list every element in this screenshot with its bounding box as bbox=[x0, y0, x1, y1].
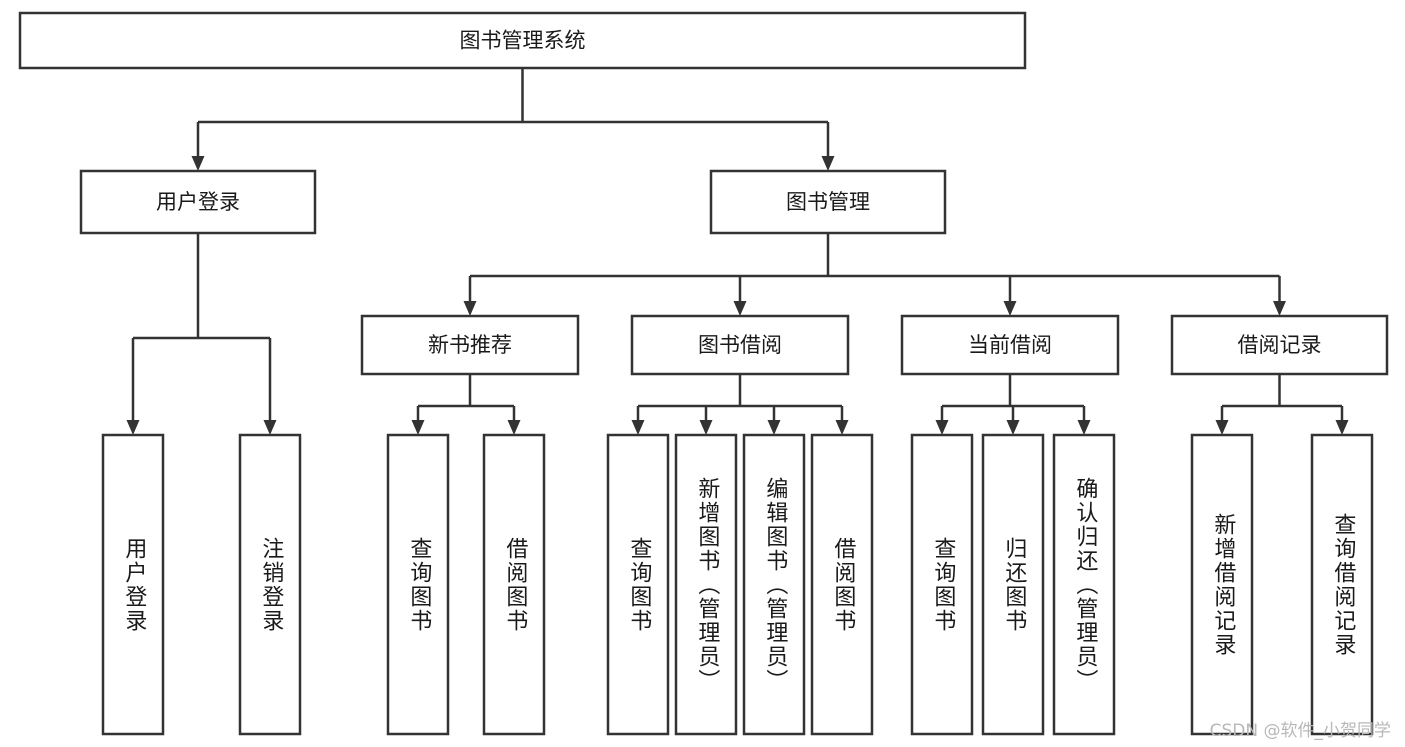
node-box-borrow-record[interactable] bbox=[1170, 314, 1389, 376]
node-label-leaf-query-record: 查询借阅记录 bbox=[1330, 512, 1356, 657]
node-label-book-borrow: 图书借阅 bbox=[698, 333, 782, 357]
node-label-leaf-query-book-borrow: 查询图书 bbox=[626, 536, 652, 633]
node-box-leaf-borrow-book-rec[interactable] bbox=[482, 433, 546, 736]
csdn-watermark: CSDN @软件_小贺同学 bbox=[1209, 721, 1391, 741]
node-box-user-login[interactable] bbox=[79, 169, 317, 235]
node-label-leaf-borrow-book: 借阅图书 bbox=[830, 536, 856, 633]
edge-group-new-book-rec bbox=[411, 374, 521, 435]
node-label-borrow-record: 借阅记录 bbox=[1238, 333, 1322, 357]
node-box-book-borrow[interactable] bbox=[630, 314, 850, 376]
node-box-root[interactable] bbox=[18, 11, 1027, 70]
node-box-leaf-borrow-book[interactable] bbox=[810, 433, 874, 736]
edge-group-book-manage bbox=[463, 233, 1286, 316]
node-box-leaf-add-record[interactable] bbox=[1190, 433, 1254, 736]
node-box-book-manage[interactable] bbox=[709, 169, 947, 235]
node-label-current-borrow: 当前借阅 bbox=[968, 333, 1052, 357]
node-label-leaf-borrow-book-rec: 借阅图书 bbox=[502, 536, 528, 633]
edge-group-borrow-record bbox=[1215, 374, 1349, 435]
node-box-leaf-user-login[interactable] bbox=[101, 433, 165, 736]
node-label-user-login: 用户登录 bbox=[156, 190, 240, 214]
node-box-leaf-logout[interactable] bbox=[238, 433, 302, 736]
node-label-leaf-edit-book: 编辑图书（管理员） bbox=[762, 476, 788, 693]
node-box-new-book-rec[interactable] bbox=[360, 314, 580, 376]
edge-group-current-borrow bbox=[935, 374, 1091, 435]
node-label-leaf-confirm-return: 确认归还（管理员） bbox=[1072, 476, 1098, 693]
node-label-book-manage: 图书管理 bbox=[786, 190, 870, 214]
node-label-leaf-query-book-rec: 查询图书 bbox=[406, 536, 432, 633]
edge-group-book-borrow bbox=[631, 374, 849, 435]
node-box-leaf-add-book[interactable] bbox=[674, 433, 738, 736]
edge-group-user-login bbox=[126, 233, 277, 435]
node-box-current-borrow[interactable] bbox=[900, 314, 1120, 376]
node-box-leaf-query-book-rec[interactable] bbox=[386, 433, 450, 736]
node-box-leaf-query-record[interactable] bbox=[1310, 433, 1374, 736]
node-box-leaf-query-book-cur[interactable] bbox=[910, 433, 974, 736]
node-box-leaf-confirm-return[interactable] bbox=[1052, 433, 1116, 736]
node-label-leaf-logout: 注销登录 bbox=[258, 536, 284, 633]
node-label-leaf-add-book: 新增图书（管理员） bbox=[694, 476, 720, 693]
node-label-new-book-rec: 新书推荐 bbox=[428, 333, 512, 357]
edge-group-root bbox=[191, 68, 835, 171]
node-box-leaf-query-book-borrow[interactable] bbox=[606, 433, 670, 736]
node-label-root: 图书管理系统 bbox=[460, 29, 586, 53]
node-label-leaf-return-book: 归还图书 bbox=[1001, 536, 1027, 633]
node-box-leaf-return-book[interactable] bbox=[981, 433, 1045, 736]
node-label-leaf-user-login: 用户登录 bbox=[121, 536, 147, 633]
node-box-leaf-edit-book[interactable] bbox=[742, 433, 806, 736]
node-label-leaf-query-book-cur: 查询图书 bbox=[930, 536, 956, 633]
node-label-leaf-add-record: 新增借阅记录 bbox=[1210, 512, 1236, 657]
